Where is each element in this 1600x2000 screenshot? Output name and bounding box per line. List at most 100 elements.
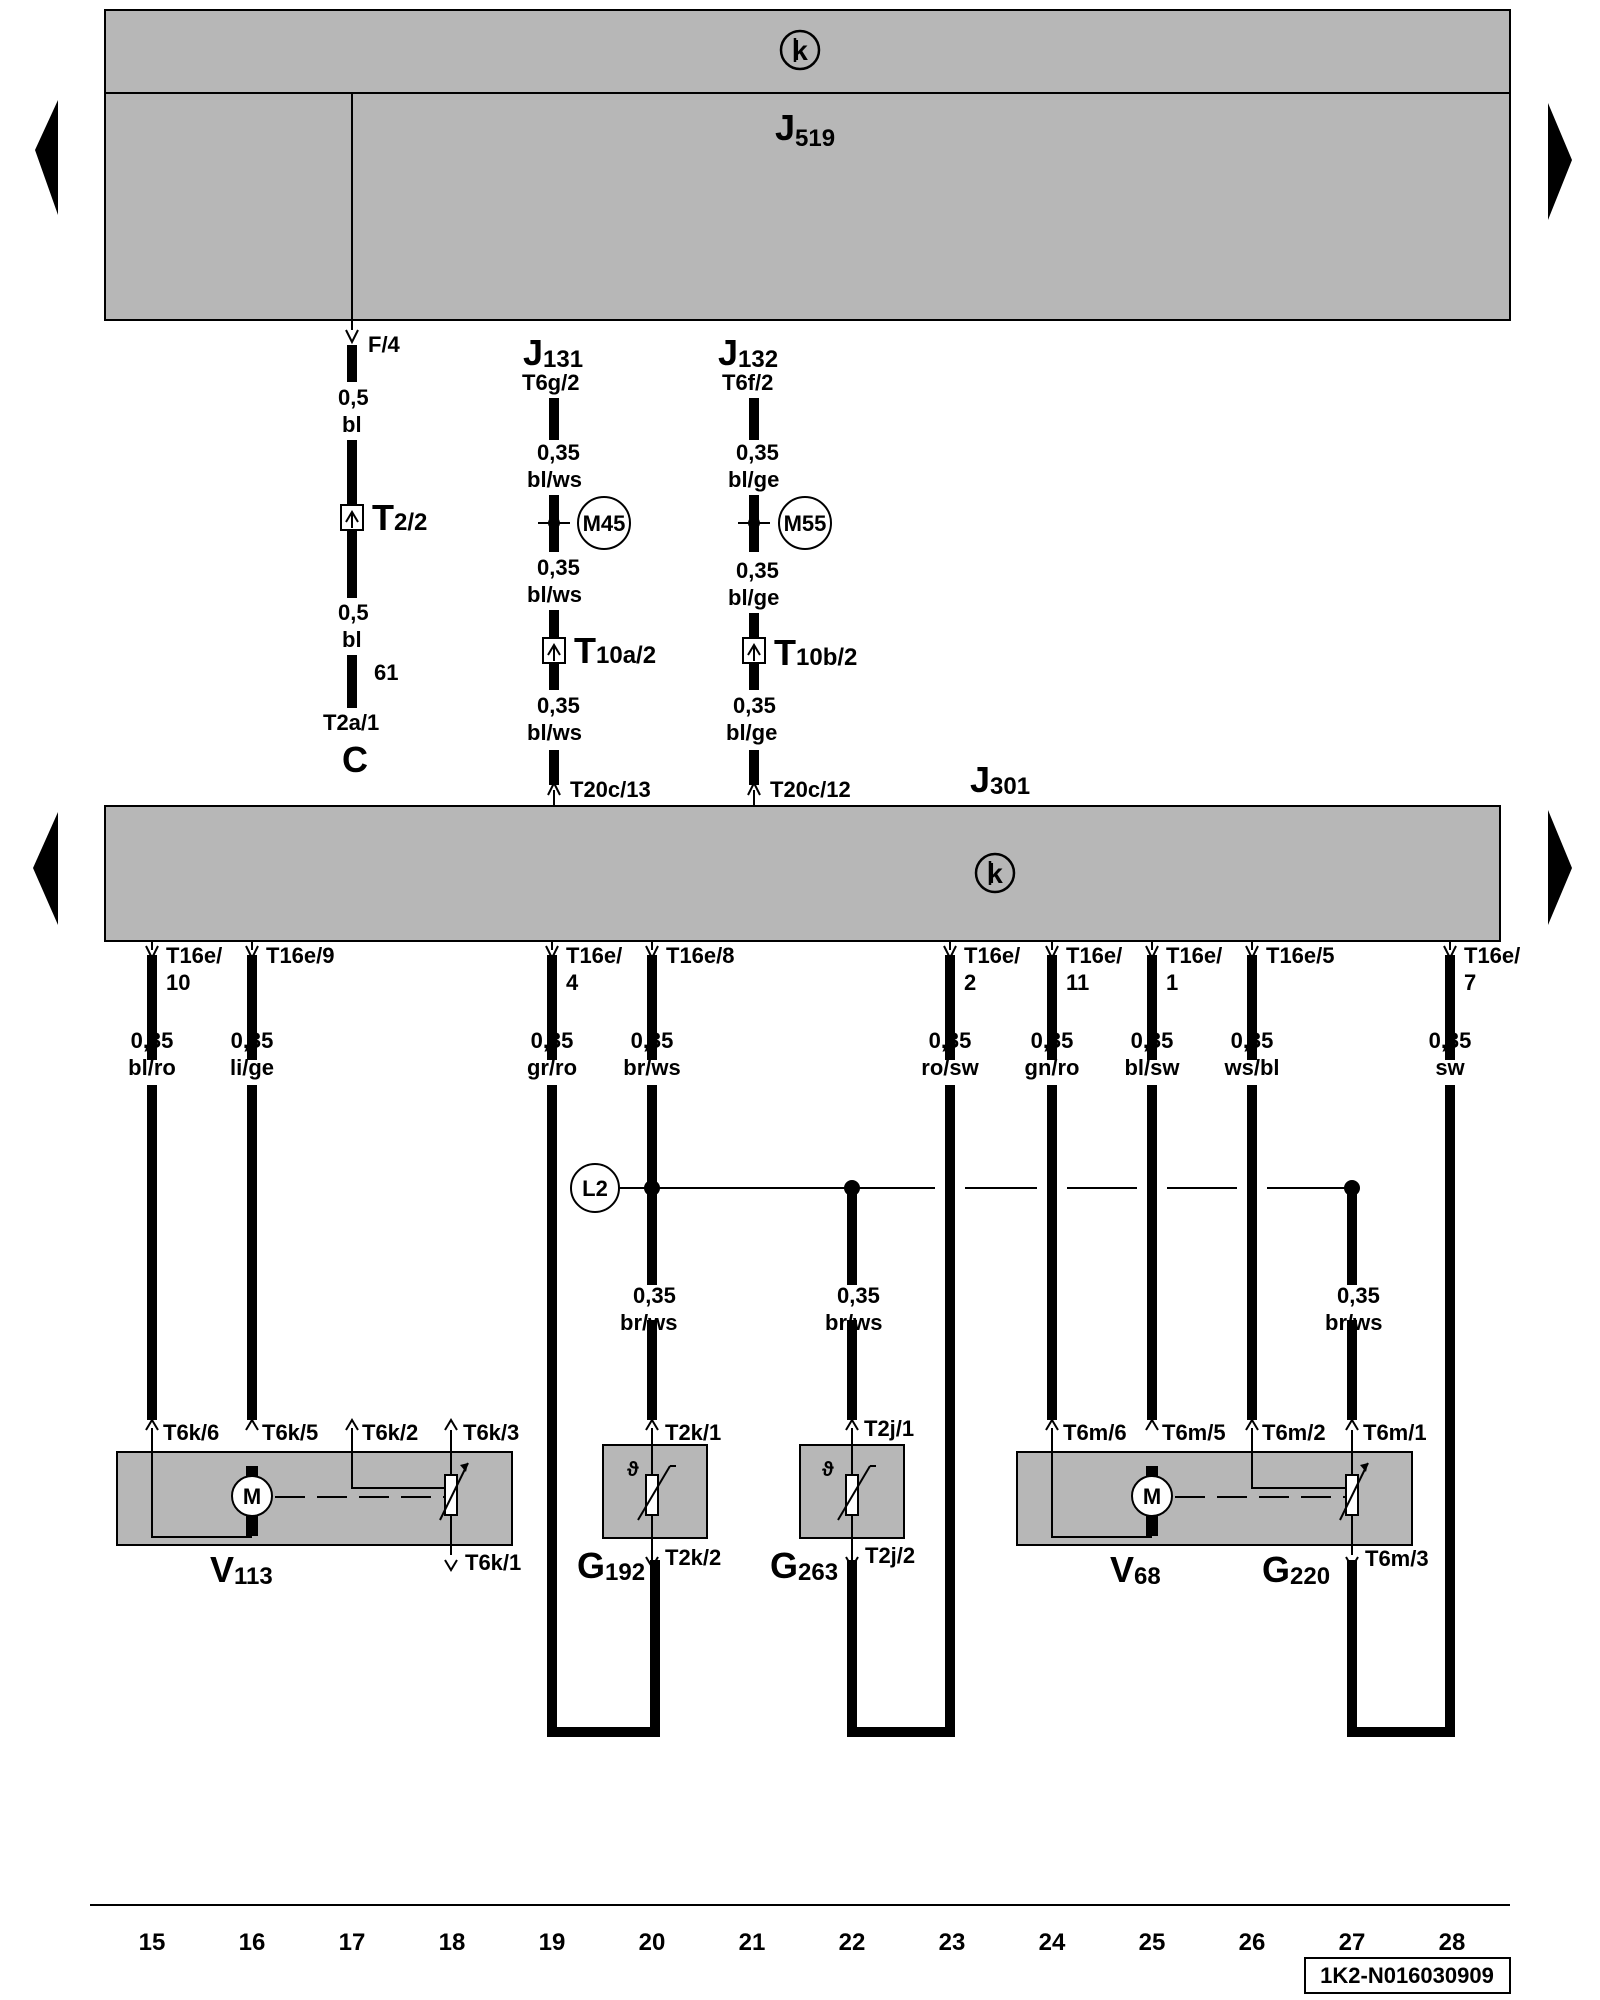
component-g263: T2j/1 ϑ T2j/2 G263	[770, 1416, 915, 1586]
page-prev-arrow-icon[interactable]	[35, 100, 58, 215]
svg-text:T2k/2: T2k/2	[665, 1545, 721, 1570]
svg-text:0,35: 0,35	[537, 555, 580, 580]
pin-label-line2: 11	[1066, 970, 1089, 995]
component-v68: M T6m/6 T6m/5 T6m/2 T6m/1 T6m/3 V68 G220	[1016, 1418, 1429, 1590]
splice-m55-icon: M55	[778, 496, 832, 550]
track-number: 28	[1439, 1929, 1466, 1956]
svg-text:M45: M45	[583, 511, 626, 536]
svg-text:bl/ws: bl/ws	[527, 467, 582, 492]
pin-label: T16e/5	[1266, 943, 1335, 968]
page-next-arrow-icon-2[interactable]	[1548, 810, 1572, 925]
g192-label: G192	[577, 1545, 645, 1586]
svg-text:br/ws: br/ws	[825, 1310, 882, 1335]
track-number: 18	[439, 1929, 466, 1956]
connector-t2-label: T2/2	[372, 497, 427, 538]
v113-label: V113	[210, 1549, 273, 1590]
svg-text:br/ws: br/ws	[620, 1310, 677, 1335]
g263-label: G263	[770, 1545, 838, 1586]
connector-t2-icon	[340, 504, 364, 531]
svg-text:L2: L2	[582, 1176, 608, 1201]
component-g192: T2k/1 ϑ T2k/2 G192	[577, 1418, 721, 1586]
connector-t10b-label: T10b/2	[774, 632, 857, 673]
pin-marks	[145, 1418, 458, 1572]
svg-text:T6k/6: T6k/6	[163, 1420, 219, 1445]
pin-label-line2: 4	[566, 970, 579, 995]
svg-text:T6m/2: T6m/2	[1262, 1420, 1326, 1445]
pin-label: T16e/9	[266, 943, 335, 968]
pin-label: T16e/	[566, 943, 622, 968]
track-number: 23	[939, 1929, 966, 1956]
potentiometer-icon-2	[1339, 1430, 1369, 1555]
svg-text:bl/ge: bl/ge	[728, 467, 779, 492]
motor-m-icon-2: M	[1131, 1475, 1173, 1517]
module-j301: J301 k	[104, 759, 1501, 942]
svg-text:F/4: F/4	[368, 332, 401, 357]
track-number: 21	[739, 1929, 766, 1956]
svg-text:T6k/2: T6k/2	[362, 1420, 418, 1445]
track-number: 16	[239, 1929, 266, 1956]
svg-text:bl/ws: bl/ws	[527, 720, 582, 745]
track-number: 27	[1339, 1929, 1366, 1956]
page-next-arrow-icon[interactable]	[1548, 103, 1572, 220]
pin-label: T16e/	[166, 943, 222, 968]
wire-track-21: J132 T6f/2 0,35 bl/ge M55 0,35 bl/ge T10…	[718, 332, 857, 806]
svg-text:0,35: 0,35	[733, 693, 776, 718]
splice-l2-icon: L2	[570, 1163, 620, 1213]
svg-text:0,35: 0,35	[837, 1283, 880, 1308]
svg-text:0,35: 0,35	[736, 440, 779, 465]
track-number: 19	[539, 1929, 566, 1956]
module-j301-label: J301	[970, 759, 1030, 800]
module-j519-label: J519	[775, 107, 835, 152]
k-symbol-icon-2: k	[974, 852, 1016, 894]
svg-text:T6k/3: T6k/3	[463, 1420, 519, 1445]
j132-label: J132	[718, 332, 778, 373]
v68-label: V68	[1110, 1549, 1161, 1590]
temperature-icon-2: ϑ	[822, 1459, 834, 1481]
svg-text:T2j/1: T2j/1	[864, 1416, 914, 1441]
pin-label-line2: 7	[1464, 970, 1476, 995]
output-pins: T16e/100,35bl/roT16e/90,35li/geT16e/40,3…	[128, 941, 1520, 1080]
track-number: 24	[1039, 1929, 1066, 1956]
connector-t10a-icon	[542, 637, 566, 664]
svg-text:T20c/12: T20c/12	[770, 777, 851, 802]
track-number: 15	[139, 1929, 166, 1956]
track-number: 26	[1239, 1929, 1266, 1956]
track-number: 22	[839, 1929, 866, 1956]
g220-label: G220	[1262, 1549, 1330, 1590]
svg-text:61: 61	[374, 660, 398, 685]
pin-label-line2: 1	[1166, 970, 1178, 995]
svg-text:0,35: 0,35	[537, 693, 580, 718]
pin-label: T16e/	[1166, 943, 1222, 968]
svg-text:0,35: 0,35	[1337, 1283, 1380, 1308]
svg-text:T6m/3: T6m/3	[1365, 1546, 1429, 1571]
pin-label: T16e/	[1464, 943, 1520, 968]
svg-text:0,35: 0,35	[537, 440, 580, 465]
module-j519: k J519	[104, 9, 1511, 330]
wire-track-19: J131 T6g/2 0,35 bl/ws M45 0,35 bl/ws T10…	[522, 332, 656, 806]
diagram-id-box: 1K2-N016030909	[1304, 1957, 1511, 1994]
svg-text:T6k/1: T6k/1	[465, 1550, 521, 1575]
svg-text:M: M	[243, 1484, 261, 1509]
motor-m-icon: M	[231, 1475, 273, 1517]
connector-t10b-icon	[742, 637, 766, 664]
wire-track-17: F/4 0,5 bl T2/2 0,5 bl 61 T2a/1 C	[323, 329, 427, 780]
ground-bus-l2: L2 0,35 br/ws 0,35 br/ws 0,35 br/ws	[570, 1163, 1382, 1335]
component-v113: M T6k/6 T6k/5 T6k/2 T6k/3 T6k/1 V113	[116, 1418, 521, 1590]
svg-text:T6f/2: T6f/2	[722, 370, 773, 395]
svg-text:bl: bl	[342, 627, 362, 652]
svg-text:0,35: 0,35	[736, 558, 779, 583]
svg-text:bl/ge: bl/ge	[728, 585, 779, 610]
track-number: 20	[639, 1929, 666, 1956]
svg-text:T6m/1: T6m/1	[1363, 1420, 1427, 1445]
svg-text:T20c/13: T20c/13	[570, 777, 651, 802]
pin-label: T16e/	[964, 943, 1020, 968]
track-number: 17	[339, 1929, 366, 1956]
page-prev-arrow-icon-2[interactable]	[33, 812, 58, 925]
pin-label-line2: 2	[964, 970, 976, 995]
svg-text:0,35: 0,35	[633, 1283, 676, 1308]
splice-m45-icon: M45	[577, 496, 631, 550]
diagram-id: 1K2-N016030909	[1320, 1963, 1494, 1988]
ref-c-label: C	[342, 739, 368, 780]
